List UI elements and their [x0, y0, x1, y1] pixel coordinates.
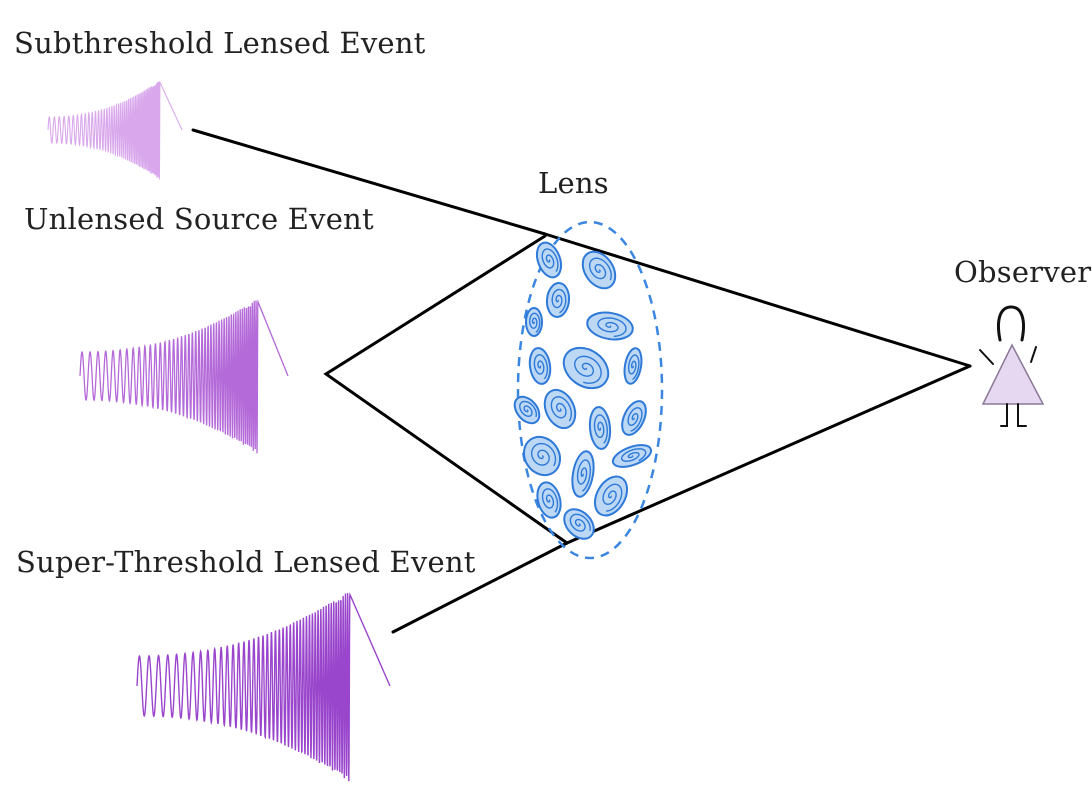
spiral-galaxy-icon: [513, 395, 541, 425]
spiral-galaxy-icon: [563, 508, 595, 540]
waveform-trace: [79, 299, 289, 454]
spiral-galaxy-icon: [571, 450, 595, 498]
spiral-galaxy-icon: [586, 311, 634, 341]
spiral-galaxy-icon: [588, 406, 612, 450]
lens-boundary: [516, 220, 664, 560]
observer-arm-left: [979, 349, 994, 365]
spiral-galaxy-icon: [593, 475, 629, 517]
ray-lens-bottom-to-observer: [565, 364, 972, 545]
galaxies: [513, 241, 653, 540]
spiral-galaxy-icon: [545, 282, 571, 318]
ray-source-to-lens: [323, 234, 569, 545]
lens-galaxy-cluster: [513, 220, 664, 560]
spiral-galaxy-icon: [581, 250, 617, 290]
subthreshold-waveform-icon: [47, 80, 183, 180]
light-rays: [191, 128, 972, 634]
observer-leg-right: [1017, 403, 1027, 427]
unlensed-label: Unlensed Source Event: [24, 202, 374, 236]
waveform-trace: [47, 80, 183, 180]
unlensed-waveform-icon: [79, 299, 289, 454]
spiral-galaxy-icon: [562, 346, 610, 390]
observer-hair: [996, 305, 1025, 342]
ray-lens-top-to-observer: [543, 232, 972, 368]
spiral-galaxy-icon: [623, 347, 643, 385]
subthreshold-label: Subthreshold Lensed Event: [14, 26, 426, 60]
spiral-galaxy-icon: [522, 435, 562, 477]
observer-leg-left: [1000, 403, 1008, 427]
observer-label: Observer: [954, 255, 1092, 289]
spiral-galaxy-icon: [528, 347, 552, 385]
super-threshold-label: Super-Threshold Lensed Event: [16, 545, 476, 579]
observer-icon: [979, 305, 1045, 427]
spiral-galaxy-icon: [611, 444, 653, 468]
observer-arm-right: [1030, 346, 1037, 363]
spiral-galaxy-icon: [621, 400, 647, 436]
waveform-trace: [136, 592, 391, 782]
observer-dress: [981, 343, 1045, 405]
spiral-galaxy-icon: [535, 241, 563, 279]
ray-super-to-lens: [391, 541, 569, 634]
spiral-galaxy-icon: [525, 307, 543, 337]
ray-subthreshold-to-lens: [191, 128, 547, 236]
spiral-galaxy-icon: [536, 481, 562, 519]
super-threshold-waveform-icon: [136, 592, 391, 782]
lens-label: Lens: [538, 166, 609, 200]
spiral-galaxy-icon: [543, 388, 577, 430]
